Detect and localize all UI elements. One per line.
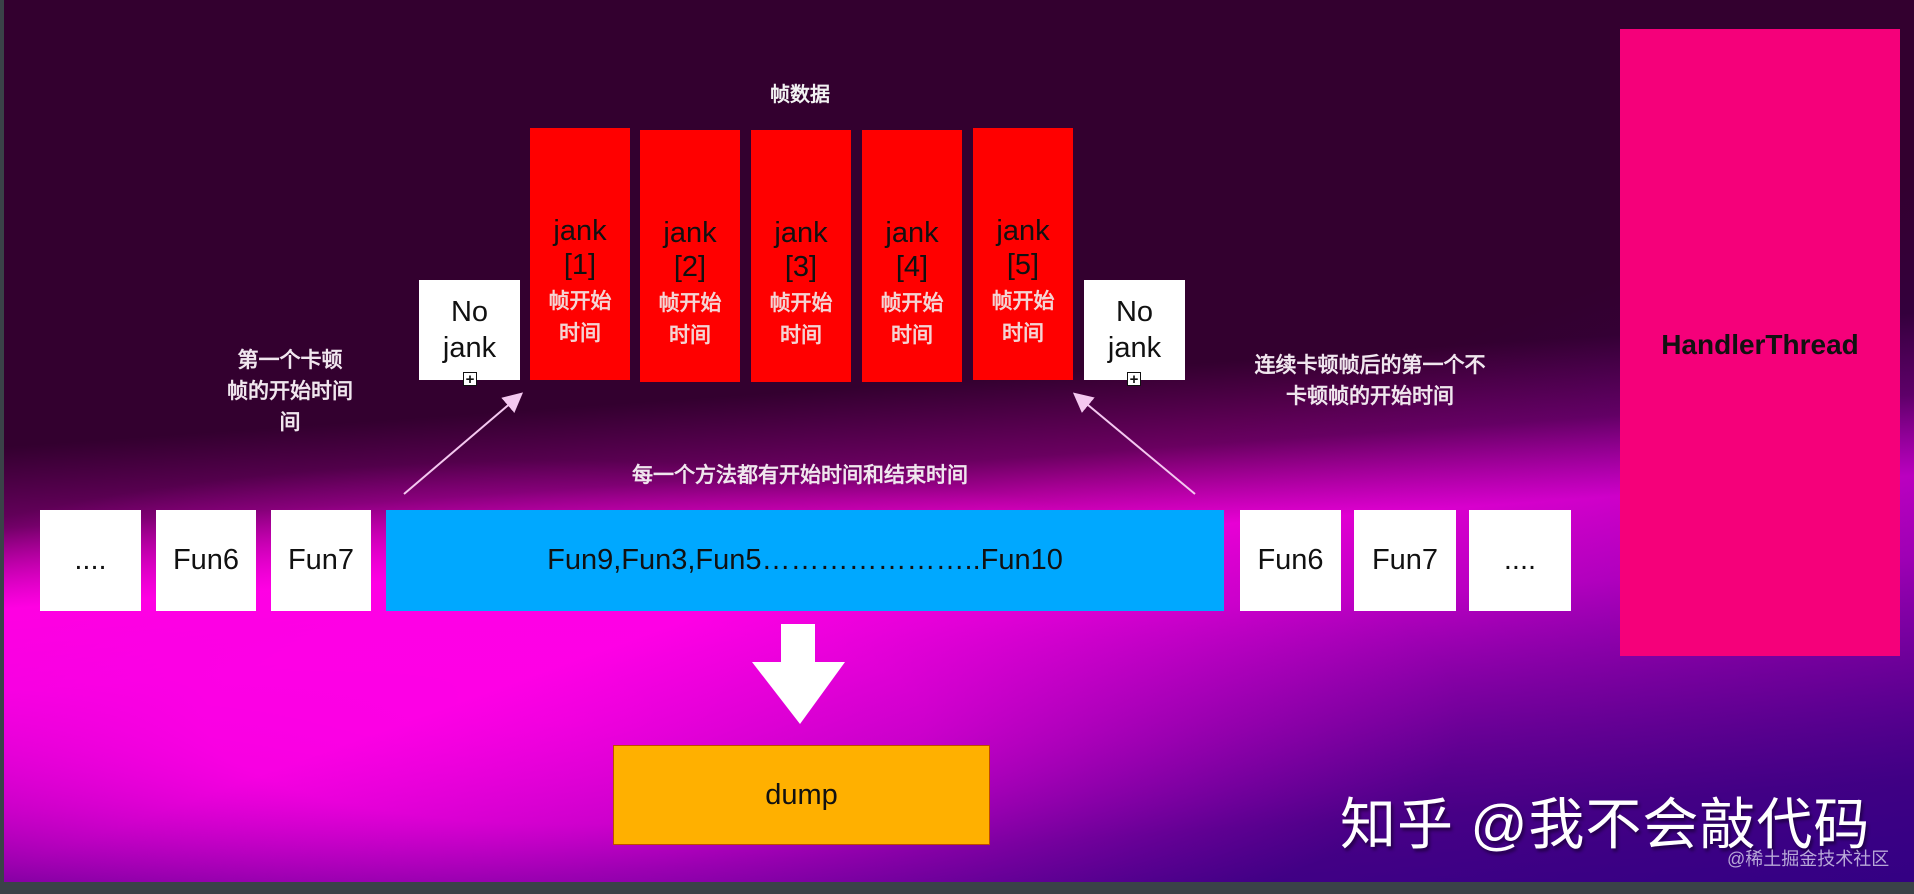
expand-plus-icon[interactable]: + [1127, 372, 1141, 387]
dump-box: dump [613, 745, 990, 845]
annotation-line: 卡顿帧的开始时间 [1286, 385, 1454, 408]
bottom-border [0, 882, 1914, 894]
jank-index: [5] [1006, 249, 1040, 281]
jank-label: jank [663, 217, 717, 249]
no-jank-label-line2: jank [1107, 332, 1162, 364]
jank-caption: 时间 [669, 324, 711, 347]
annotation-line: 第一个卡顿 [237, 349, 343, 372]
jank-frame-1: jank[1] 帧开始时间 [530, 128, 630, 380]
method-box: Fun6 [156, 510, 256, 611]
jank-caption: 时间 [780, 324, 822, 347]
jank-frame-5: jank[5] 帧开始时间 [973, 128, 1073, 380]
jank-methods-bar: Fun9,Fun3,Fun5…………………..Fun10 [386, 510, 1224, 611]
jank-label: jank [553, 215, 607, 247]
jank-label: jank [885, 217, 939, 249]
handler-thread-label: HandlerThread [1661, 329, 1859, 360]
annotation-line: 连续卡顿帧后的第一个不 [1254, 354, 1486, 377]
no-jank-frame-right: No jank [1084, 280, 1185, 380]
jank-index: [4] [895, 251, 929, 283]
jank-caption: 帧开始 [991, 290, 1055, 313]
jank-caption: 帧开始 [880, 292, 944, 315]
arrow-to-next-nojank-icon [1072, 392, 1196, 495]
jank-index: [2] [673, 251, 707, 283]
jank-label: jank [996, 215, 1050, 247]
jank-frame-4: jank[4] 帧开始时间 [862, 130, 962, 382]
jank-caption: 时间 [559, 322, 601, 345]
annotation-line: 帧的开始时间 [227, 380, 353, 403]
watermark-zhihu: 知乎 @我不会敲代码 [1340, 793, 1871, 856]
arrow-to-first-jank-icon [403, 392, 524, 495]
jank-frame-2: jank[2] 帧开始时间 [640, 130, 740, 382]
jank-caption: 帧开始 [658, 292, 722, 315]
handler-thread-block: HandlerThread [1620, 29, 1900, 656]
method-box: .... [40, 510, 141, 611]
frames-title: 帧数据 [770, 84, 830, 106]
down-arrow-icon [752, 624, 845, 724]
annotation-first-nojank-after-jank: 连续卡顿帧后的第一个不 卡顿帧的开始时间 [1220, 350, 1520, 412]
no-jank-label-line1: No [450, 296, 489, 328]
method-box: .... [1469, 510, 1571, 611]
expand-plus-icon[interactable]: + [463, 372, 477, 387]
annotation-first-jank-start: 第一个卡顿 帧的开始时间 间 [210, 345, 370, 438]
method-box: Fun7 [271, 510, 371, 611]
jank-index: [1] [563, 249, 597, 281]
jank-caption: 时间 [1002, 322, 1044, 345]
no-jank-frame-left: No jank [419, 280, 520, 380]
no-jank-label-line1: No [1115, 296, 1154, 328]
method-box: Fun7 [1354, 510, 1456, 611]
annotation-line: 间 [279, 411, 301, 434]
jank-caption: 帧开始 [548, 290, 612, 313]
jank-index: [3] [784, 251, 818, 283]
annotation-method-times: 每一个方法都有开始时间和结束时间 [632, 464, 968, 487]
no-jank-label-line2: jank [442, 332, 497, 364]
jank-label: jank [774, 217, 828, 249]
jank-frame-3: jank[3] 帧开始时间 [751, 130, 851, 382]
watermark-juejin: @稀土掘金技术社区 [1727, 849, 1890, 869]
left-border [0, 0, 4, 894]
jank-caption: 时间 [891, 324, 933, 347]
method-box: Fun6 [1240, 510, 1341, 611]
jank-caption: 帧开始 [769, 292, 833, 315]
